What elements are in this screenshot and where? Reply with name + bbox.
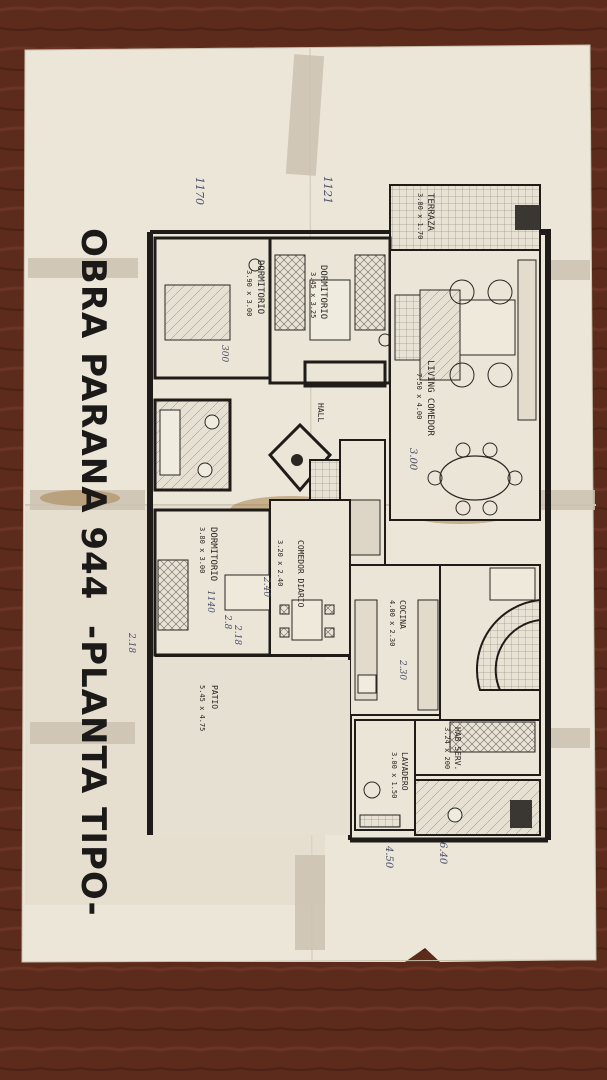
handwritten-annotations: 1170 1121 300 3.00 2.18 2.8 1140 2.18 2.… xyxy=(126,176,448,869)
room-dormitorio-1-dims: 3.90 x 3.00 xyxy=(245,270,253,316)
subtitle: -PLANTA TIPO- xyxy=(73,625,113,917)
room-dormitorio-3-dims: 3.80 x 3.00 xyxy=(198,527,206,573)
room-dormitorio-3-name: DORMITORIO xyxy=(208,527,218,581)
room-living-dims: 7.50 x 4.00 xyxy=(415,373,423,419)
room-patio-dims: 5.45 x 4.75 xyxy=(198,685,206,731)
annotation: 4.50 xyxy=(383,845,394,869)
room-living-name: LIVING COMEDOR xyxy=(425,360,435,436)
room-dormitorio-2-name: DORMITORIO xyxy=(318,265,328,319)
annotation: 2.40 xyxy=(261,576,271,597)
annotation: 2.30 xyxy=(397,659,407,680)
room-labels: TERRAZA 3.80 x 1.70 DORMITORIO 3.90 x 3.… xyxy=(198,193,462,798)
room-lavadero-dims: 3.00 x 1.50 xyxy=(390,752,398,798)
room-comedor-dims: 3.20 x 2.40 xyxy=(276,540,284,586)
annotation: 300 xyxy=(219,345,229,362)
room-dormitorio-2-dims: 3.45 x 3.25 xyxy=(309,272,317,318)
room-hall-name: HALL xyxy=(316,403,325,422)
room-terraza-dims: 3.80 x 1.70 xyxy=(416,193,424,239)
annotation: 2.18 xyxy=(232,624,242,645)
annotation: 6.40 xyxy=(437,842,448,865)
room-cocina-dims: 4.00 x 2.30 xyxy=(388,600,396,646)
annotation: 2.18 xyxy=(126,632,136,653)
room-hab-serv-dims: 3.24 x 200 xyxy=(443,727,451,769)
annotation: 1140 xyxy=(205,590,215,613)
room-comedor-name: COMEDOR DIARIO xyxy=(296,540,305,608)
room-dormitorio-1-name: DORMITORIO xyxy=(255,260,265,314)
room-hab-serv-name: HAB SERV. xyxy=(453,727,462,770)
floor-plan xyxy=(147,184,551,843)
room-lavadero-name: LAVADERO xyxy=(400,752,409,791)
annotation: 1170 xyxy=(193,177,206,205)
title: OBRA PARANA 944 xyxy=(73,228,113,600)
room-cocina-name: COCINA xyxy=(398,600,407,629)
annotation: 2.8 xyxy=(222,614,232,630)
room-patio-name: PATIO xyxy=(210,685,219,709)
annotation: 1121 xyxy=(321,176,334,204)
annotation: 3.00 xyxy=(407,448,418,471)
room-terraza-name: TERRAZA xyxy=(425,193,435,232)
